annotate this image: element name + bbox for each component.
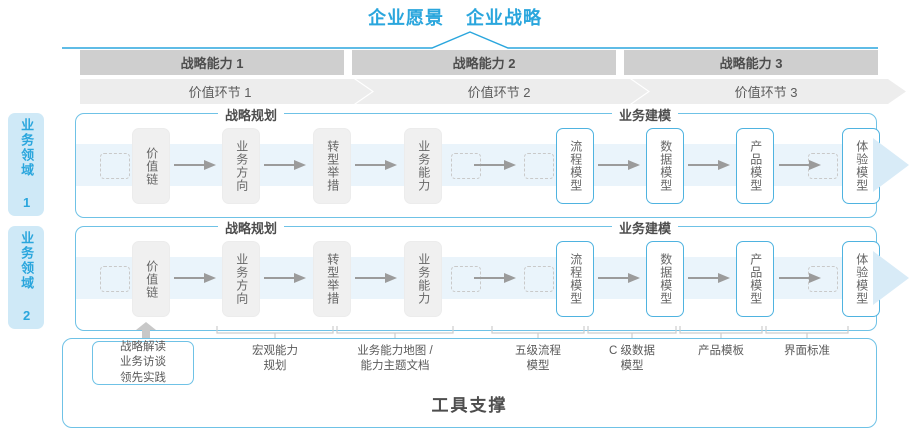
value-link-bar-3[interactable]: 价值环节 3 (632, 79, 906, 104)
step-label: 业务能力 (416, 253, 431, 305)
ghost-slot-1c (524, 153, 554, 179)
arrow-connector (688, 273, 730, 283)
tool-item-ui-standard[interactable]: 界面标准 (784, 345, 830, 357)
step-value-chain-1[interactable]: 价值链 (132, 128, 170, 204)
section-rule-left-a (94, 113, 214, 114)
step-label: 体验模型 (854, 253, 869, 305)
step-label: 流程模型 (568, 140, 583, 192)
title-strategy: 企业战略 (466, 8, 542, 28)
step-process-model-1[interactable]: 流程模型 (556, 128, 594, 204)
arrow-connector (779, 273, 821, 283)
tool-support-container: 工具支撑 (62, 338, 877, 428)
arrow-connector (355, 160, 397, 170)
upward-feed-arrow (136, 322, 156, 338)
arrow-connector (355, 273, 397, 283)
domain-row-2: 战略规划 业务建模 价值链 业务方向 转型举措 业务能力 流程模型 数据模型 产… (75, 218, 880, 331)
tool-item-macro-capability[interactable]: 宏观能力 规划 (252, 345, 298, 373)
section-rule-mid-b (298, 226, 608, 227)
step-label: 价值链 (144, 146, 159, 186)
step-label: 转型举措 (325, 140, 340, 192)
section-rule-mid-a (298, 113, 608, 114)
arrow-connector (779, 160, 821, 170)
step-label: 数据模型 (658, 253, 673, 305)
step-label: 价值链 (144, 259, 159, 299)
value-link-bar-1-label: 价值环节 1 (188, 85, 252, 100)
capability-bar-2-label: 战略能力 2 (452, 56, 516, 71)
step-business-direction-2[interactable]: 业务方向 (222, 241, 260, 317)
tool-item-five-level-process[interactable]: 五级流程 模型 (515, 345, 561, 373)
tent-divider-line (62, 31, 878, 49)
section-label-strategy-planning-1: 战略规划 (218, 105, 285, 123)
tool-item-capability-map[interactable]: 业务能力地图 / 能力主题文档 (357, 345, 433, 373)
tool-item-c-level-data[interactable]: C 级数据 模型 (609, 345, 655, 373)
capability-bar-1[interactable]: 战略能力 1 (80, 50, 344, 75)
capability-bar-group: 战略能力 1 战略能力 2 战略能力 3 (80, 50, 878, 75)
step-label: 体验模型 (854, 140, 869, 192)
step-label: 转型举措 (325, 253, 340, 305)
step-label: 产品模型 (748, 140, 763, 192)
step-label: 业务能力 (416, 140, 431, 192)
step-product-model-2[interactable]: 产品模型 (736, 241, 774, 317)
step-process-model-2[interactable]: 流程模型 (556, 241, 594, 317)
step-data-model-1[interactable]: 数据模型 (646, 128, 684, 204)
ghost-slot-2c (524, 266, 554, 292)
value-link-bar-2-label: 价值环节 2 (467, 85, 531, 100)
step-value-chain-2[interactable]: 价值链 (132, 241, 170, 317)
section-rule-left-b (94, 226, 214, 227)
step-label: 业务方向 (234, 140, 249, 192)
step-label: 产品模型 (748, 253, 763, 305)
page-title: 企业愿景 企业战略 (0, 4, 910, 30)
step-transformation-2[interactable]: 转型举措 (313, 241, 351, 317)
step-business-direction-1[interactable]: 业务方向 (222, 128, 260, 204)
step-label: 流程模型 (568, 253, 583, 305)
step-data-model-2[interactable]: 数据模型 (646, 241, 684, 317)
capability-bar-2[interactable]: 战略能力 2 (352, 50, 616, 75)
domain-label-1-text: 业务领域 1 (19, 117, 35, 212)
step-business-capability-1[interactable]: 业务能力 (404, 128, 442, 204)
value-link-bar-3-label: 价值环节 3 (734, 85, 798, 100)
arrow-connector (264, 160, 306, 170)
ghost-slot-1a (100, 153, 130, 179)
arrow-connector (688, 160, 730, 170)
tool-item-strategy-interpretation[interactable]: 战略解读 业务访谈 领先实践 (92, 341, 194, 385)
arrow-connector (474, 160, 516, 170)
capability-bar-1-label: 战略能力 1 (180, 56, 244, 71)
section-rule-right-b (692, 226, 858, 227)
ghost-slot-2a (100, 266, 130, 292)
section-label-strategy-planning-2: 战略规划 (218, 218, 285, 236)
section-label-business-modeling-1: 业务建模 (612, 105, 679, 123)
step-product-model-1[interactable]: 产品模型 (736, 128, 774, 204)
step-transformation-1[interactable]: 转型举措 (313, 128, 351, 204)
tool-item-product-template[interactable]: 产品模板 (698, 345, 744, 357)
capability-bar-3[interactable]: 战略能力 3 (624, 50, 878, 75)
arrow-connector (598, 273, 640, 283)
title-vision: 企业愿景 (368, 8, 444, 28)
step-label: 数据模型 (658, 140, 673, 192)
value-link-bar-group: 价值环节 1 价值环节 2 价值环节 3 (80, 79, 906, 104)
step-business-capability-2[interactable]: 业务能力 (404, 241, 442, 317)
tool-support-title: 工具支撑 (431, 396, 508, 415)
arrow-connector (174, 160, 216, 170)
domain-row-1: 战略规划 业务建模 价值链 业务方向 转型举措 业务能力 流程模型 数据模型 产… (75, 105, 880, 218)
value-link-bar-2[interactable]: 价值环节 2 (356, 79, 648, 104)
flow-arrowhead-1 (873, 138, 909, 192)
arrow-connector (174, 273, 216, 283)
domain-label-1[interactable]: 业务领域 1 (8, 113, 44, 216)
step-label: 业务方向 (234, 253, 249, 305)
arrow-connector (598, 160, 640, 170)
value-link-bar-1[interactable]: 价值环节 1 (80, 79, 372, 104)
arrow-connector (474, 273, 516, 283)
flow-arrowhead-2 (873, 251, 909, 305)
arrow-connector (264, 273, 306, 283)
domain-label-2[interactable]: 业务领域 2 (8, 226, 44, 329)
domain-label-2-text: 业务领域 2 (19, 230, 35, 325)
capability-bar-3-label: 战略能力 3 (719, 56, 783, 71)
section-label-business-modeling-2: 业务建模 (612, 218, 679, 236)
section-rule-right-a (692, 113, 858, 114)
